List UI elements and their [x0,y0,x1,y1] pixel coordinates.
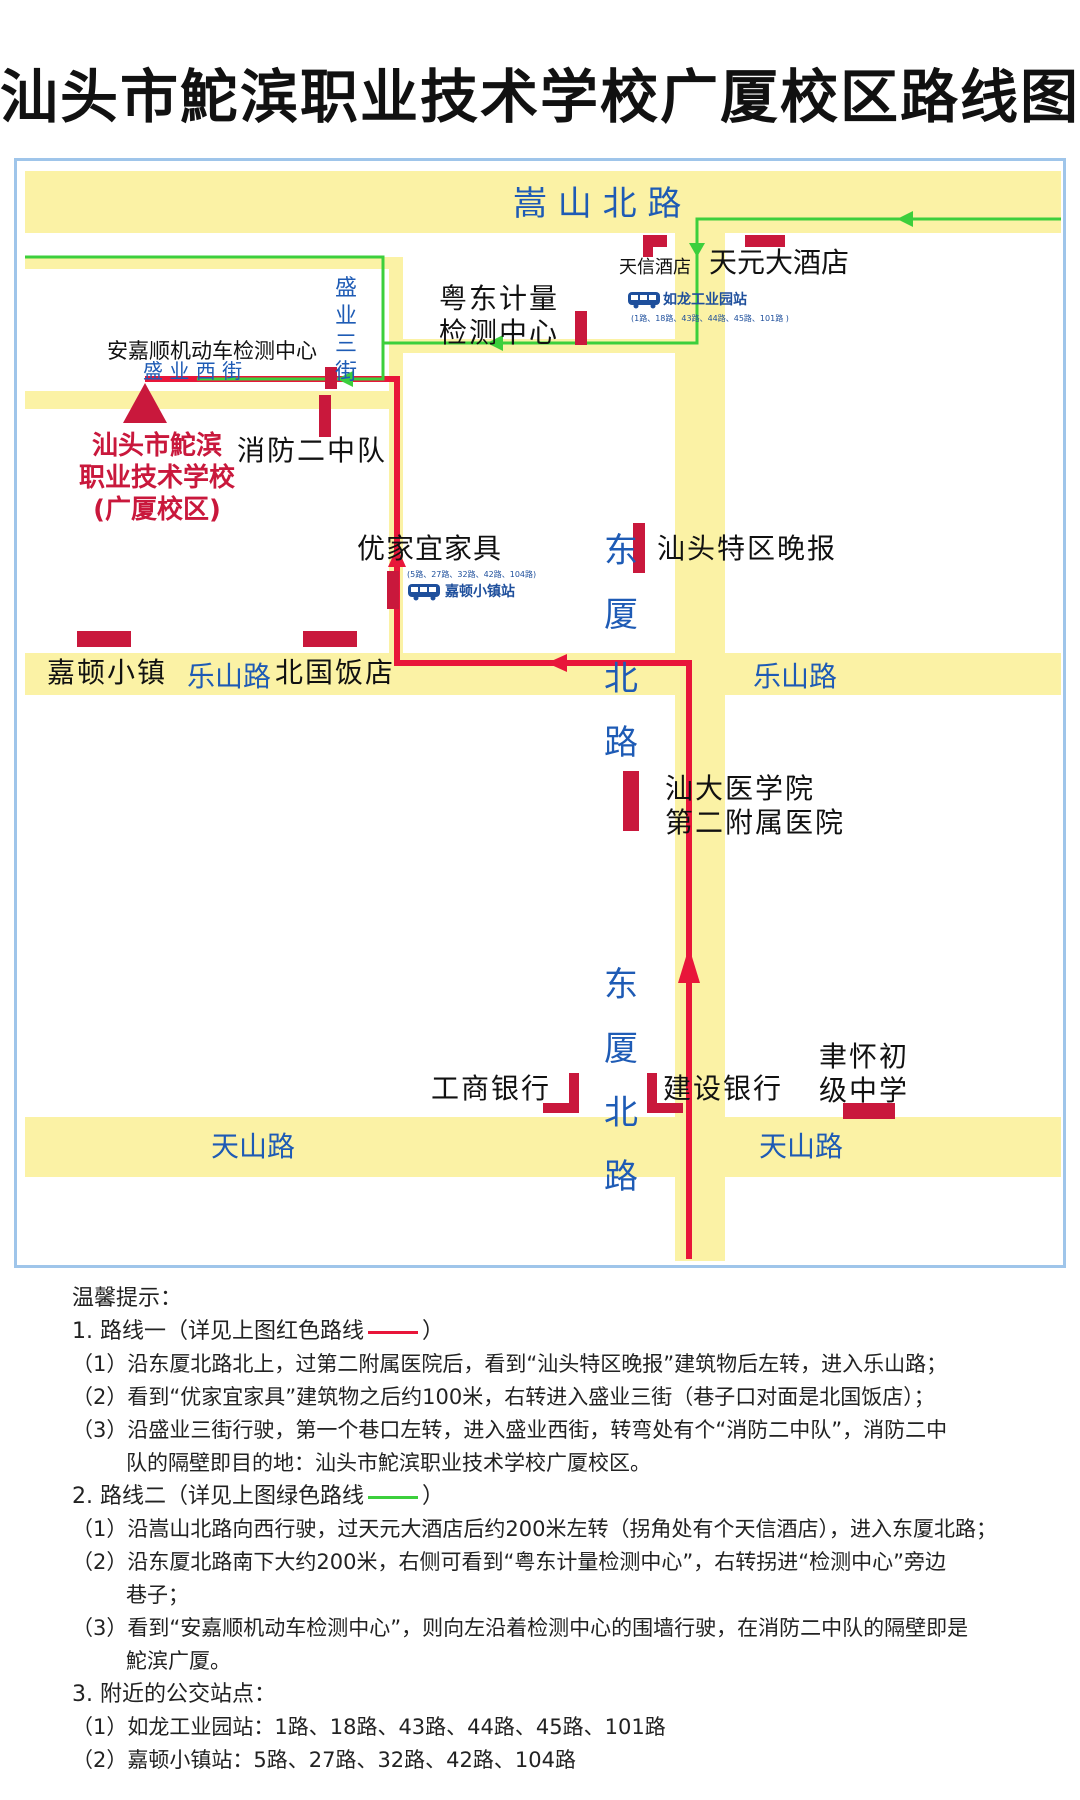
label-gongshang: 工商银行 [431,1072,552,1105]
road-label-leshan-right: 乐山路 [753,660,838,693]
route2-step-3-cont: 鮀滨广厦。 [126,1649,231,1673]
marker-jiadun [77,631,131,647]
label-tianyuan: 天元大酒店 [709,246,850,279]
route1-step-1: （1）沿东厦北路北上，过第二附属医院后，看到“汕头特区晚报”建筑物后左转，进入乐… [72,1352,948,1376]
bus-icon-jiadun [408,584,440,601]
label-wanbao: 汕头特区晚报 [657,532,838,565]
marker-wanbao [633,523,645,573]
page-title: 汕头市鮀滨职业技术学校广厦校区路线图 [0,63,1080,131]
route2-title-close: ） [421,1484,444,1509]
bus-icon-rulong [628,292,660,309]
marker-gongshang-v [569,1073,579,1113]
route2-title: 2. 路线二（详见上图绿色路线 ） [72,1480,1032,1513]
label-jiadun: 嘉顿小镇 [47,656,168,689]
school-label-1: 汕头市鮀滨 [91,431,222,461]
red-arrow-west-leshan [547,654,567,672]
route2-step-3: （3）看到“安嘉顺机动车检测中心”，则向左沿着检测中心的围墙行驶，在消防二中队的… [72,1616,969,1640]
label-yuhuai-2: 级中学 [819,1074,910,1107]
tips-heading: 温馨提示： [72,1286,183,1311]
marker-tianyuan [745,235,785,247]
road-tianshan [25,1117,1061,1177]
marker-beiguo [303,631,357,647]
green-arrow-west-songshan [897,211,913,227]
label-yuhuai-1: 聿怀初 [819,1040,910,1073]
road-label-tianshan-left: 天山路 [211,1130,296,1163]
green-route [25,217,1061,381]
bus-stop-jiadun-name: 嘉顿小镇站 [445,584,515,600]
bus-stop-rulong-routes: (1路、18路、43路、44路、45路、101路 ) [631,314,789,323]
label-shanda-2: 第二附属医院 [665,806,846,839]
label-anjiashun: 安嘉顺机动车检测中心 [107,339,317,363]
route-lines [25,211,1061,1259]
road-songshan [25,171,1061,233]
marker-yuedong [575,311,587,345]
route2-step-2: （2）沿东厦北路南下大约200米，右侧可看到“粤东计量检测中心”，右转拐进“检测… [72,1550,946,1574]
marker-xiaofang [319,395,331,437]
marker-jianshe [647,1103,683,1113]
school-label-3: (广厦校区) [93,495,221,525]
green-arrow-west-shengye [337,371,353,387]
label-yuedong-2: 检测中心 [439,316,560,349]
label-beiguo: 北国饭店 [275,656,396,689]
route1-title: 1. 路线一（详见上图红色路线 ） [72,1315,1032,1348]
label-jianshe: 建设银行 [663,1072,784,1105]
label-youjiayi: 优家宜家具 [357,532,503,565]
school-label-2: 职业技术学校 [78,463,235,493]
road-label-dongxia-lower: 东厦北路 [604,965,638,1197]
road-label-dongxia-upper: 东厦北路 [604,531,638,763]
red-arrow-north-shengye [388,547,406,567]
road-label-songshan: 嵩 山 北 路 [513,184,682,224]
label-shanda-1: 汕大医学院 [665,772,816,805]
bus-stop-rulong-name: 如龙工业园站 [663,292,747,308]
green-arrow-west-lane [487,335,503,351]
road-label-shengye-xi: 盛 业 西 街 [143,359,243,383]
marker-jianshe-v [647,1073,657,1113]
red-legend-line [367,1330,418,1334]
route1-title-text: 1. 路线一（详见上图红色路线 [72,1319,364,1344]
tips-section: 温馨提示： 1. 路线一（详见上图红色路线 ） （1）沿东厦北路北上，过第二附属医… [72,1282,1032,1777]
route1-step-3: （3）沿盛业三街行驶，第一个巷口左转，进入盛业西街，转弯处有个“消防二中队”，消… [72,1418,948,1442]
bus-stop-2: （2）嘉顿小镇站：5路、27路、32路、42路、104路 [72,1748,576,1772]
label-tianxin: 天信酒店 [619,257,691,278]
road-label-shengye-san: 盛业三街 [335,276,358,385]
route1-step-2: （2）看到“优家宜家具”建筑物之后约100米，右转进入盛业三街（巷子口对面是北国… [72,1385,935,1409]
marker-shanda [623,771,639,831]
road-label-tianshan-right: 天山路 [759,1130,844,1163]
road-shengye-xi [25,391,401,409]
green-legend-line [367,1495,418,1499]
marker-tianxin-v [643,235,653,257]
road-label-leshan-left: 乐山路 [187,660,272,693]
marker-yuhuai [843,1103,895,1119]
school-marker [123,383,167,423]
red-arrow-north [678,947,700,983]
marker-gongshang [543,1103,579,1113]
route-map: 嵩 山 北 路 盛 业 西 街 盛业三街 乐山路 乐山路 天山路 天山路 东厦北… [14,158,1066,1268]
road-dongxia [675,171,725,1261]
marker-youjiayi [387,571,399,609]
route2-step-2-cont: 巷子； [126,1583,189,1607]
route1-title-close: ） [421,1319,444,1344]
route1-step-3-cont: 队的隔壁即目的地：汕头市鮀滨职业技术学校广厦校区。 [126,1451,651,1475]
bus-stop-jiadun-routes: (5路、27路、32路、42路、104路) [407,570,537,579]
bus-title: 3. 附近的公交站点： [72,1682,276,1707]
route2-title-text: 2. 路线二（详见上图绿色路线 [72,1484,364,1509]
bus-stop-1: （1）如龙工业园站：1路、18路、43路、44路、45路、101路 [72,1715,666,1739]
label-yuedong-1: 粤东计量 [439,282,560,315]
route2-step-1: （1）沿嵩山北路向西行驶，过天元大酒店后约200米左转（拐角处有个天信酒店），进… [72,1517,997,1541]
road-shengye-upper [25,257,401,269]
marker-anjiashun [325,367,337,389]
label-xiaofang: 消防二中队 [237,434,388,467]
green-arrow-south [689,243,705,257]
